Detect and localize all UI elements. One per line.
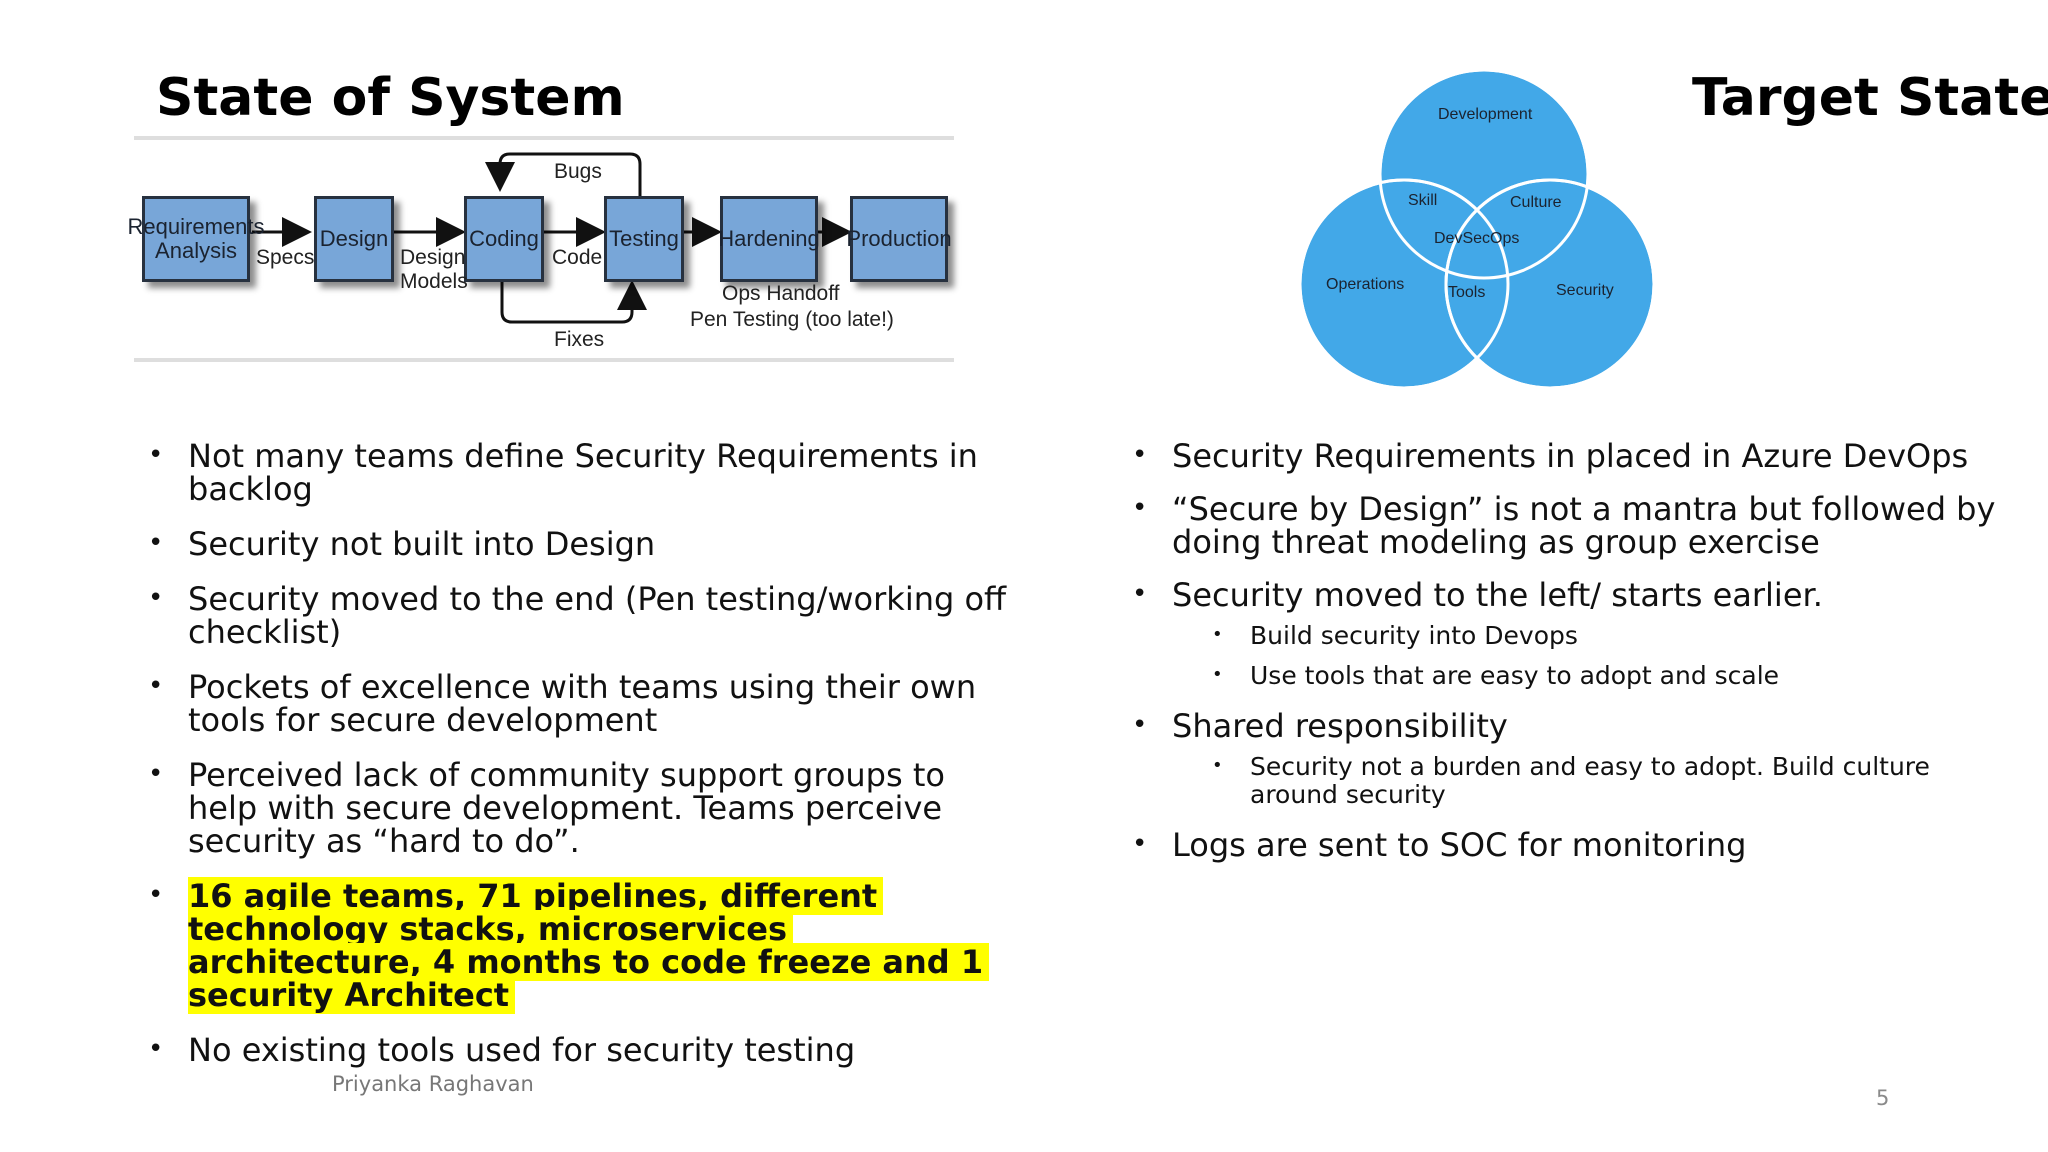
sub-bullet-text: Use tools that are easy to adopt and sca… [1250,661,1780,690]
bullet-icon: • [148,1034,164,1064]
bullet-icon: • [1132,710,1148,740]
list-item: • Shared responsibility • Security not a… [1132,707,2002,809]
bullet-icon: • [148,880,164,910]
bullet-icon: • [148,528,164,558]
list-item: • Pockets of excellence with teams using… [148,668,1008,739]
bullet-text: Perceived lack of community support grou… [188,756,945,860]
sub-list-item: • Security not a burden and easy to adop… [1212,752,2002,809]
diagram-top-rule [134,136,954,140]
waterfall-flow-diagram: Requirements Analysis Design Coding Test… [128,136,954,364]
list-item: • Security Requirements in placed in Azu… [1132,437,2002,475]
label-bugs: Bugs [554,160,602,183]
venn-label-devsecops: DevSecOps [1434,230,1520,247]
venn-circles [1298,68,1656,388]
stage-production: Production [846,196,952,282]
bullet-text: Logs are sent to SOC for monitoring [1172,826,1747,864]
venn-label-culture: Culture [1510,194,1562,211]
bullet-text: Shared responsibility [1172,707,1508,745]
title-state-of-system: State of System [156,68,625,128]
list-item-highlighted: • 16 agile teams, 71 pipelines, differen… [148,877,1008,1014]
sub-list: • Security not a burden and easy to adop… [1172,753,2002,809]
venn-label-operations: Operations [1326,276,1405,293]
bullet-icon: • [1132,493,1148,523]
list-item: • Perceived lack of community support gr… [148,756,1008,860]
bullet-icon: • [1132,440,1148,470]
footer-author: Priyanka Raghavan [332,1072,534,1096]
bullet-icon: • [148,440,164,470]
list-item: • Not many teams define Security Require… [148,437,1008,508]
bullet-icon: • [1212,664,1223,685]
bullet-icon: • [148,671,164,701]
bullet-icon: • [1132,579,1148,609]
label-design-models: Design Models [400,246,468,293]
list-item: • Security not built into Design [148,525,1008,563]
flow-arrows [252,152,852,324]
page-number: 5 [1876,1086,1890,1110]
bullet-icon: • [148,759,164,789]
list-item: • Security moved to the left/ starts ear… [1132,576,2002,690]
bullet-text: “Secure by Design” is not a mantra but f… [1172,490,1996,561]
current-state-bullets: • Not many teams define Security Require… [148,437,1008,1089]
venn-label-development: Development [1438,106,1533,123]
bullet-text: Security Requirements in placed in Azure… [1172,437,1969,475]
list-item: • Security moved to the end (Pen testing… [148,580,1008,651]
bullet-icon: • [1212,755,1223,776]
devsecops-venn-diagram: Development Operations Security Skill Cu… [1288,62,1668,388]
label-specs: Specs [256,246,315,269]
label-pen-testing: Pen Testing (too late!) [690,308,894,331]
label-code: Code [552,246,603,269]
venn-label-tools: Tools [1448,284,1486,301]
target-state-bullets: • Security Requirements in placed in Azu… [1132,437,2002,882]
sub-list-item: • Build security into Devops [1212,621,2002,650]
title-target-state: Target State [1692,68,2048,128]
label-ops-handoff: Ops Handoff [722,282,840,305]
venn-label-skill: Skill [1408,192,1438,209]
bullet-icon: • [148,583,164,613]
bullet-text: No existing tools used for security test… [188,1031,856,1069]
bullet-text: Security moved to the end (Pen testing/w… [188,580,1007,651]
venn-label-security: Security [1556,282,1614,299]
sub-bullet-text: Build security into Devops [1250,621,1578,650]
label-fixes: Fixes [554,328,605,351]
sub-bullet-text: Security not a burden and easy to adopt.… [1250,752,1930,809]
bullet-text: Pockets of excellence with teams using t… [188,668,977,739]
bullet-icon: • [1132,829,1148,859]
list-item: • “Secure by Design” is not a mantra but… [1132,490,2002,561]
sub-list-item: • Use tools that are easy to adopt and s… [1212,661,2002,690]
list-item: • No existing tools used for security te… [148,1031,1008,1069]
stage-design: Design [314,196,394,282]
bullet-text: Security not built into Design [188,525,656,563]
diagram-bottom-rule [134,358,954,362]
list-item: • Logs are sent to SOC for monitoring [1132,826,2002,864]
bullet-text: Not many teams define Security Requireme… [188,437,978,508]
stage-hardening: Hardening [718,196,820,282]
sub-list: • Build security into Devops • Use tools… [1172,622,2002,690]
bullet-text: Security moved to the left/ starts earli… [1172,576,1823,614]
highlighted-team-stats: 16 agile teams, 71 pipelines, different … [188,877,990,1014]
stage-coding: Coding [464,196,544,282]
stage-requirements-analysis: Requirements Analysis [128,196,264,282]
stage-testing: Testing [604,196,684,282]
bullet-icon: • [1212,624,1223,645]
